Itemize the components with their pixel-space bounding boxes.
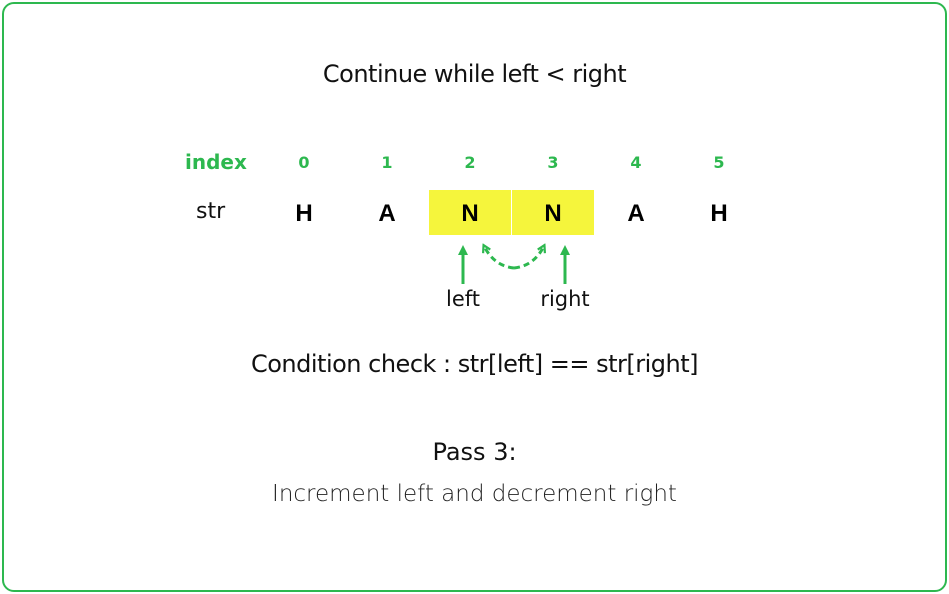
index-cell: 0: [298, 153, 310, 172]
condition-check: Condition check : str[left] == str[right…: [250, 350, 699, 378]
index-cell: 5: [713, 153, 725, 172]
index-row-label: index: [185, 150, 247, 174]
diagram-title: Continue while left < right: [322, 60, 627, 88]
char-cell: H: [295, 200, 313, 227]
right-pointer-label: right: [540, 287, 590, 311]
right-move-dashed-arrow: [513, 246, 544, 270]
pass-title: Pass 3:: [432, 438, 517, 466]
index-cell: 2: [464, 153, 476, 172]
index-cell: 3: [547, 153, 559, 172]
left-move-dashed-arrow: [484, 246, 515, 270]
index-cell: 1: [381, 153, 393, 172]
str-row-label: str: [196, 199, 226, 224]
char-cell: H: [710, 200, 728, 227]
char-cell: A: [627, 200, 645, 227]
char-cell: A: [378, 200, 396, 227]
char-cell-highlighted: N: [512, 190, 594, 235]
char-cell-highlighted: N: [429, 190, 511, 235]
left-pointer-label: left: [445, 287, 480, 311]
index-cell: 4: [630, 153, 642, 172]
pass-description: Increment left and decrement right: [272, 481, 677, 507]
